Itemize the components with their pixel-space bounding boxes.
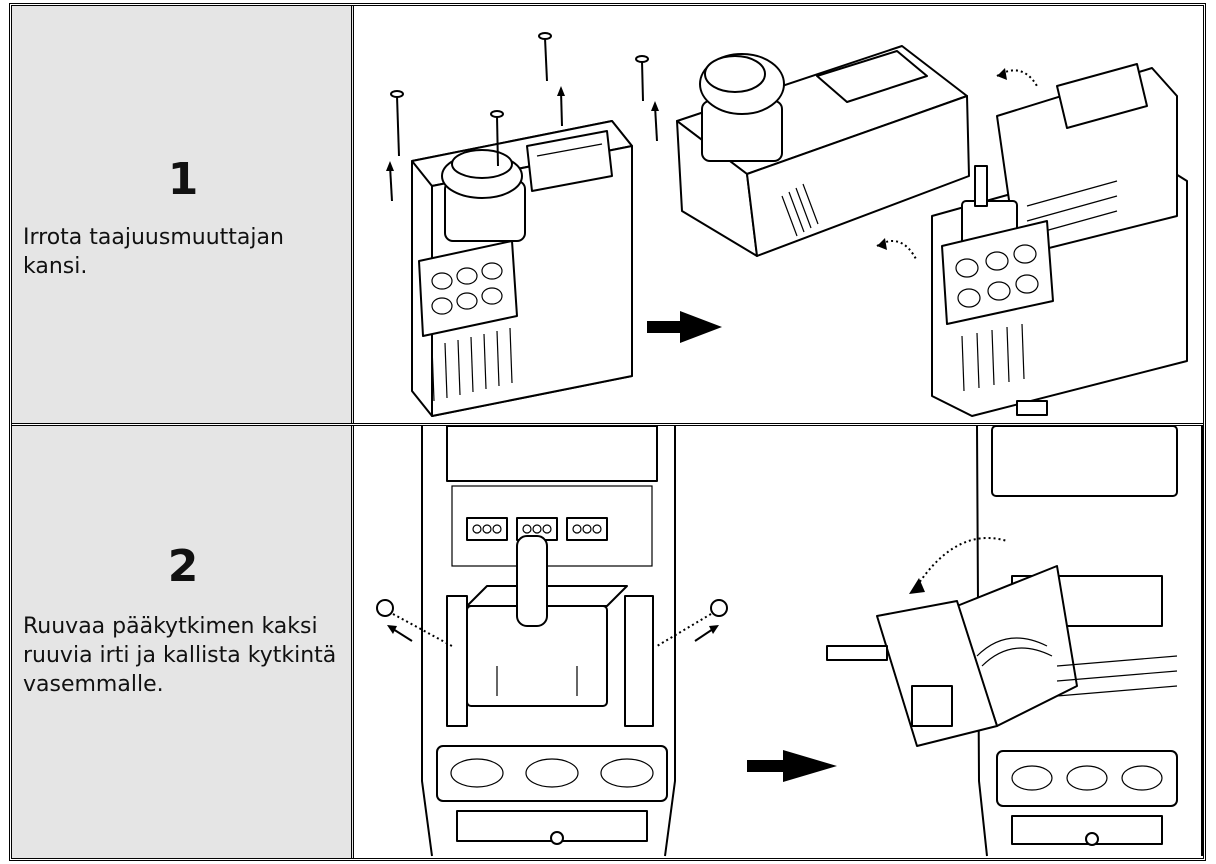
removed-screw-icons	[376, 599, 728, 647]
step-row-1: 1 Irrota taajuusmuuttajan kansi.	[12, 6, 1203, 426]
right-arrow-icon	[647, 311, 722, 343]
right-arrow-icon	[747, 750, 837, 782]
terminal-blocks	[466, 517, 608, 541]
step-label-cell-1: 1 Irrota taajuusmuuttajan kansi.	[12, 6, 354, 423]
switch-tilted-left-illustration	[826, 426, 1203, 857]
opened-drive-illustration	[931, 63, 1188, 417]
step-text-1: Irrota taajuusmuuttajan kansi.	[23, 225, 284, 279]
instruction-table: 1 Irrota taajuusmuuttajan kansi.	[9, 3, 1206, 861]
step-illustration-1	[357, 6, 1203, 423]
screw-icons	[390, 32, 649, 167]
removed-cover-illustration	[676, 45, 1038, 262]
step-number-1: 1	[167, 154, 199, 205]
cable-entry-plate	[941, 220, 1054, 325]
step-number-2: 2	[167, 541, 199, 592]
step-row-2: 2 Ruuvaa pääkytkimen kaksi ruuvia irti j…	[12, 426, 1203, 858]
drive-with-cover-illustration	[386, 32, 659, 417]
heatsink-fins	[431, 327, 513, 402]
drive-front-with-switch-illustration	[376, 426, 728, 857]
cable-entry-plate	[418, 240, 518, 337]
cable-entry-plate	[436, 745, 668, 802]
main-switch	[466, 535, 628, 707]
step-text-2: Ruuvaa pääkytkimen kaksi ruuvia irti ja …	[23, 614, 337, 697]
up-arrow-icons	[386, 86, 659, 202]
step-label-cell-2: 2 Ruuvaa pääkytkimen kaksi ruuvia irti j…	[12, 426, 354, 858]
step-illustration-2	[357, 426, 1203, 858]
terminal-rows	[1056, 655, 1178, 697]
cable-entry-plate	[996, 750, 1178, 807]
